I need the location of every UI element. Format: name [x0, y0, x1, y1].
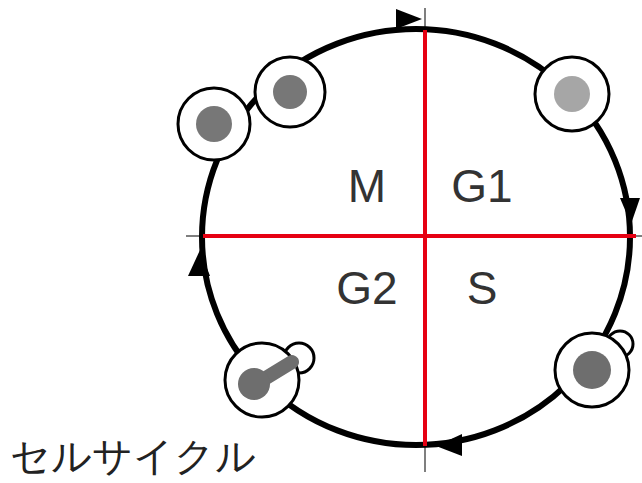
arrow-head: [620, 198, 640, 224]
phase-label: S: [467, 265, 498, 311]
arrow-head: [188, 250, 210, 276]
phase-label: M: [348, 163, 386, 209]
phase-divider: [203, 234, 636, 238]
cell: [225, 343, 314, 417]
cell: [555, 331, 633, 407]
cell: [178, 88, 250, 160]
arrow-head: [396, 9, 422, 29]
axis-tick: [424, 8, 426, 472]
phase-label: G2: [336, 265, 397, 311]
cell: [535, 57, 609, 131]
arrow-head: [436, 434, 462, 456]
caption: セルサイクル: [10, 434, 256, 478]
cell: [255, 57, 325, 127]
axis-tick: [186, 235, 642, 237]
phase-label: G1: [451, 163, 512, 209]
